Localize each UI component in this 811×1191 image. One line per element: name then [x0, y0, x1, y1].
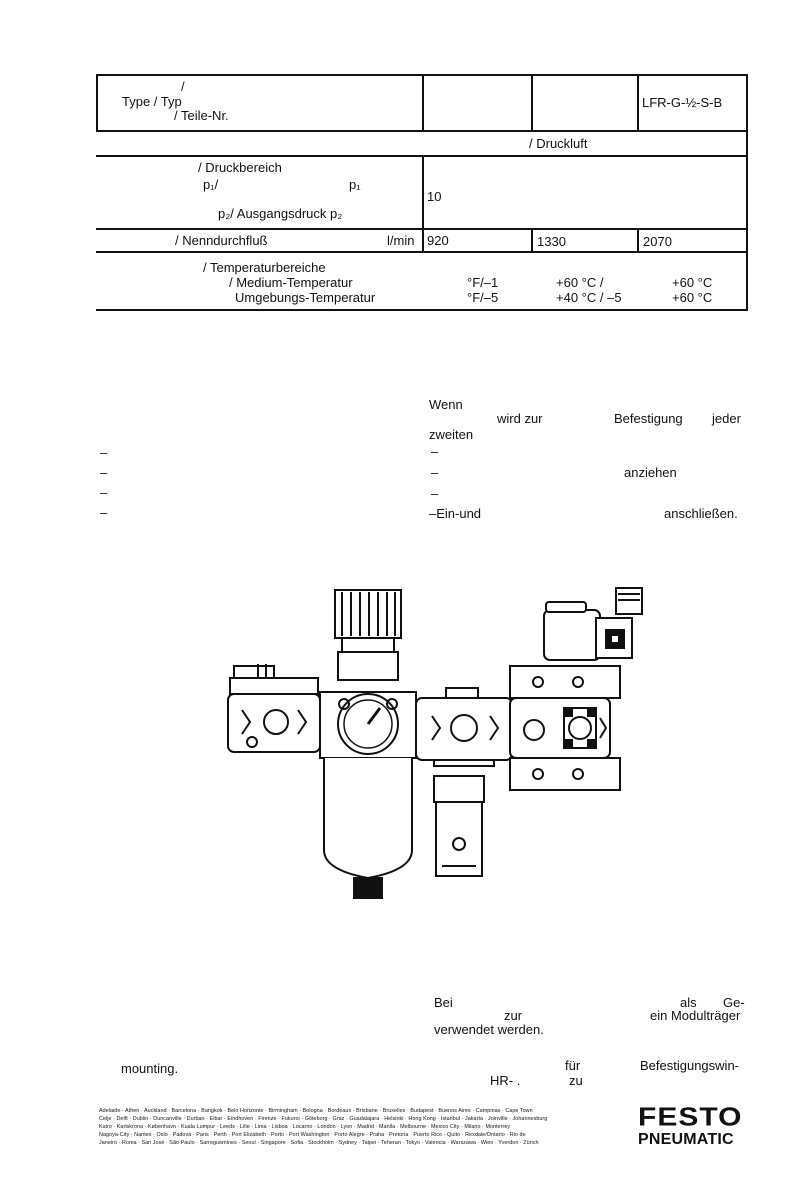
text-word: Bei — [434, 995, 453, 1010]
ambient-temperature-value: °F/–5 — [467, 290, 499, 305]
text-word: zur — [504, 1008, 523, 1023]
adjusting-knob — [334, 589, 402, 681]
ambient-temperature-label: Umgebungs-Temperatur — [235, 290, 376, 305]
flow-value: 920 — [427, 233, 449, 248]
table-rule-vertical — [637, 228, 639, 251]
model-number: LFR-G-½-S-B — [642, 95, 723, 110]
text-word: ein Modulträger — [650, 1008, 741, 1023]
input-pressure-symbol: p₁/ — [203, 177, 219, 192]
table-rule-vertical — [422, 74, 424, 132]
instruction-word: wird zur — [497, 411, 543, 426]
flow-label: / Nenndurchfluß — [175, 233, 268, 248]
medium-temperature-label: / Medium-Temperatur — [229, 275, 353, 290]
instruction-word: Wenn — [429, 397, 463, 412]
instruction-word: anschließen. — [664, 506, 738, 521]
temperature-title: / Temperaturbereiche — [203, 260, 326, 275]
table-rule-vertical — [422, 155, 424, 230]
instruction-dash: – — [431, 465, 439, 480]
filter-regulator-illustration — [227, 587, 643, 899]
city-line: Celje · Delft · Dublin · Duncanville · D… — [99, 1116, 548, 1122]
text-word: mounting. — [121, 1061, 179, 1076]
pressure-range-title: / Druckbereich — [198, 160, 282, 175]
valve-module — [509, 697, 611, 759]
medium-temperature-value: +60 °C — [672, 275, 713, 290]
left-dash: – — [100, 465, 108, 480]
instruction-word: anziehen — [624, 465, 677, 480]
pilot-valve — [509, 587, 643, 791]
instruction-word: zweiten — [429, 427, 474, 442]
flow-unit: l/min — [387, 233, 415, 248]
left-dash: – — [100, 505, 108, 520]
medium-temperature-value: °F/–1 — [467, 275, 499, 290]
pressure-value: 10 — [427, 189, 442, 204]
city-line: Adelaide · Athen · Auckland · Barcelona … — [99, 1108, 533, 1114]
text-word: Ge- — [723, 995, 745, 1010]
lower-solenoid — [433, 775, 485, 877]
ambient-temperature-value: +40 °C / –5 — [556, 290, 622, 305]
city-line: Kairo · Karlskrona · København · Kuala L… — [99, 1124, 511, 1130]
city-line: Janeiro · Roma · San José · São Paulo · … — [99, 1140, 539, 1146]
logo-festo: FESTO — [638, 1103, 743, 1132]
logo-pneumatic: PNEUMATIC — [638, 1131, 734, 1148]
output-pressure-label: p₂/ Ausgangsdruck p₂ — [218, 206, 343, 221]
instruction-dash: – — [431, 444, 439, 459]
text-word: für — [565, 1058, 581, 1073]
table-rule-vertical — [422, 228, 424, 251]
instruction-word: jeder — [712, 411, 741, 426]
table-rule-vertical — [637, 74, 639, 132]
left-dash: – — [100, 445, 108, 460]
text-word: als — [680, 995, 697, 1010]
input-pressure-symbol-b: p₁ — [349, 177, 361, 192]
text-word: Befestigungswin- — [640, 1058, 739, 1073]
flow-value: 1330 — [537, 234, 566, 249]
table-rule-bottom — [96, 309, 748, 311]
instruction-word: –Ein-und — [429, 506, 482, 521]
flow-value: 2070 — [643, 234, 672, 249]
left-dash: – — [100, 485, 108, 500]
type-slash: / — [181, 79, 185, 94]
table-rule-vertical — [96, 74, 98, 132]
medium-temperature-value: +60 °C / — [556, 275, 604, 290]
medium-label: / Druckluft — [529, 136, 588, 151]
table-rule-vertical — [531, 228, 533, 251]
text-word: verwendet werden. — [434, 1022, 544, 1037]
table-rule-vertical — [746, 74, 748, 309]
left-end-plate — [227, 664, 321, 753]
table-rule-vertical — [531, 74, 533, 132]
type-label: Type / Typ — [122, 94, 182, 109]
filter-bowl — [323, 758, 413, 899]
instruction-dash: – — [431, 486, 439, 501]
ambient-temperature-value: +60 °C — [672, 290, 713, 305]
instruction-word: Befestigung — [614, 411, 683, 426]
table-rule — [96, 251, 748, 253]
text-word: HR- . — [490, 1073, 521, 1088]
part-number-label: / Teile-Nr. — [174, 108, 229, 123]
text-word: zu — [569, 1073, 583, 1088]
middle-module — [415, 687, 513, 767]
city-line: Nagoya-City · Nantes · Oslo · Padova · P… — [99, 1132, 526, 1138]
